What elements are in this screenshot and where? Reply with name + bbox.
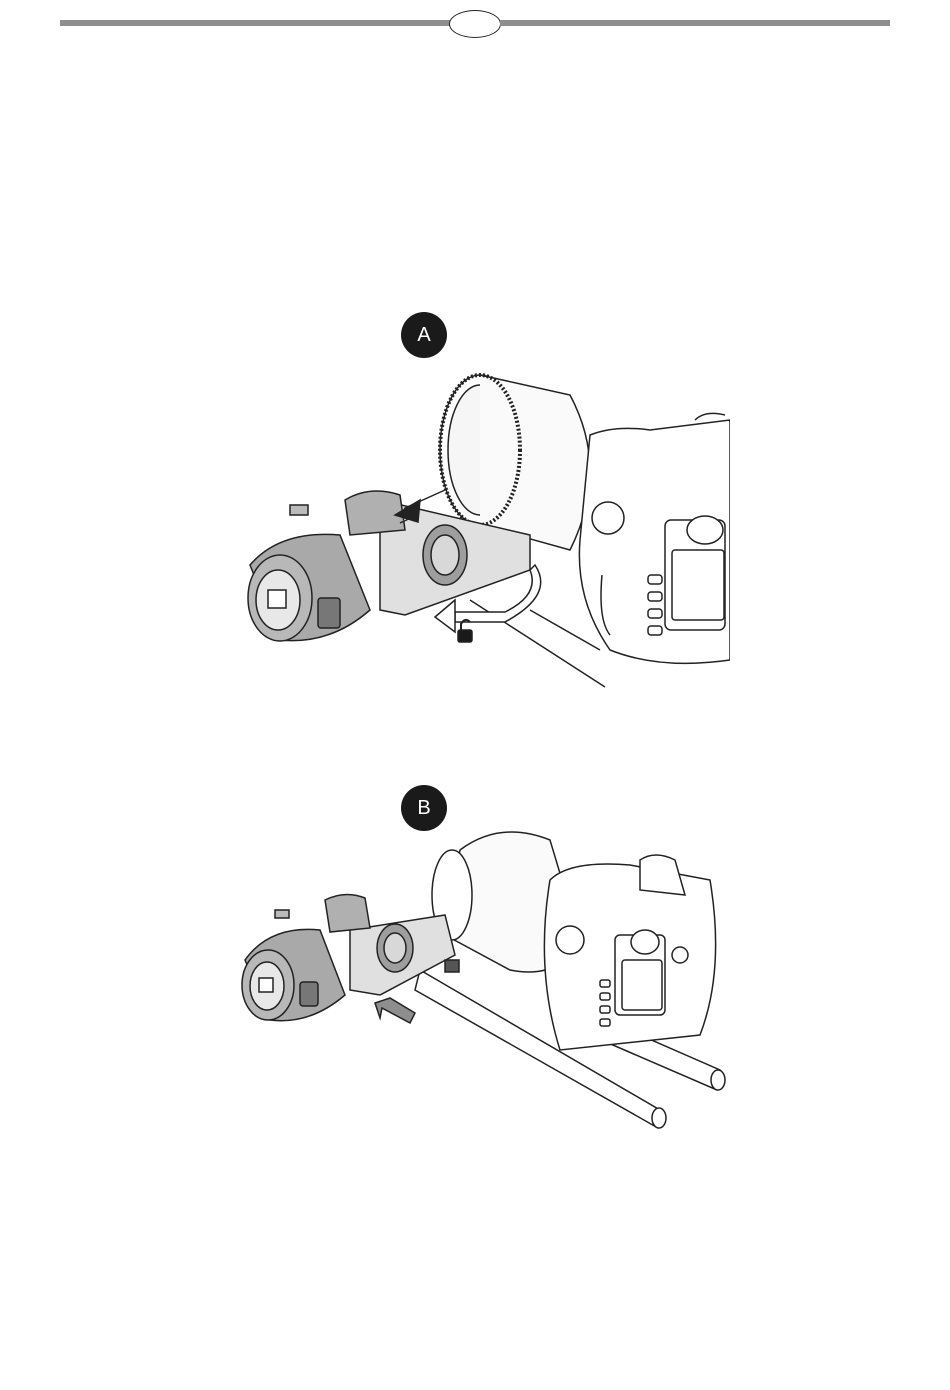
unlocked-padlock-icon: [458, 620, 472, 642]
step-b-illustration: [230, 820, 730, 1140]
rod-rear: [530, 610, 600, 650]
camera-body: [579, 413, 730, 663]
header-rule-right: [500, 20, 890, 26]
push-arrow-icon: [375, 998, 415, 1023]
step-a-label: A: [417, 324, 430, 346]
step-b-label: B: [417, 797, 430, 819]
step-a-illustration: [230, 360, 730, 700]
camera-body: [544, 855, 715, 1050]
step-a-badge: A: [401, 312, 447, 358]
follow-focus-unit: [242, 894, 459, 1020]
page-number-oval: [449, 10, 501, 38]
header-rule-left: [60, 20, 450, 26]
